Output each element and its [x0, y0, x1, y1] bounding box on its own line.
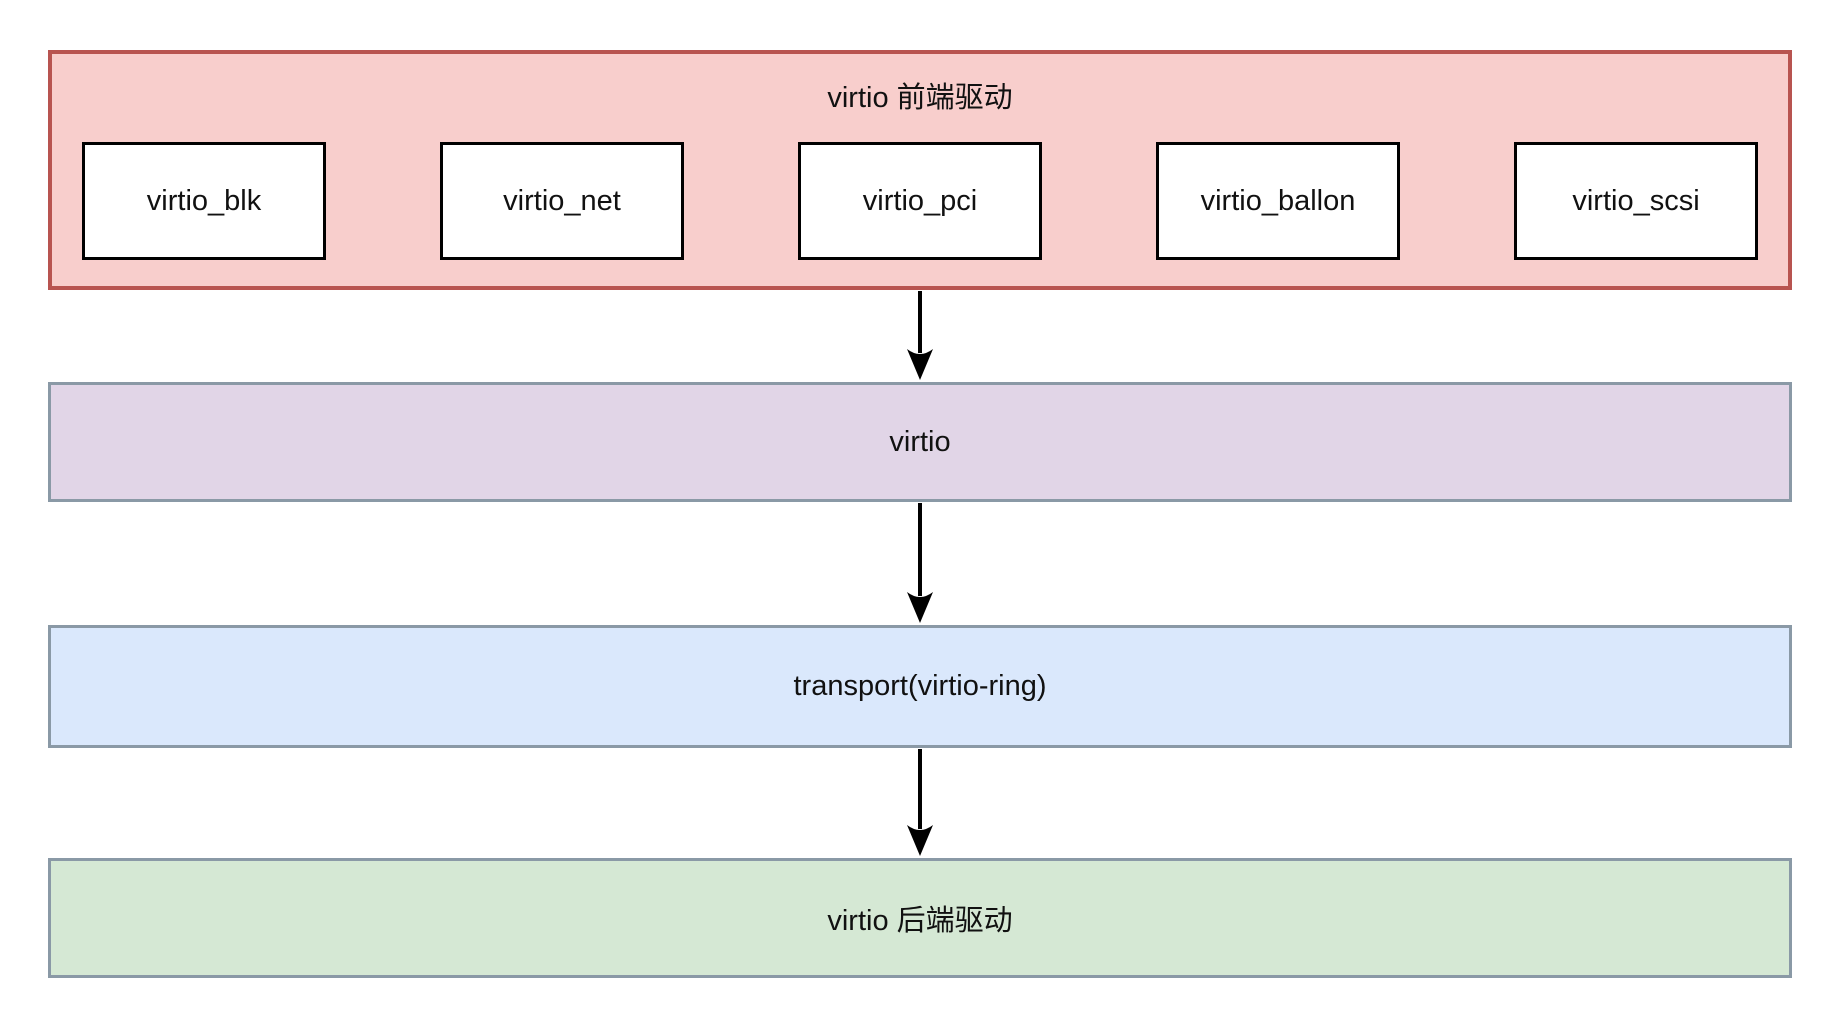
connector-frontend-to-virtio — [904, 291, 936, 380]
module-box-virtio-blk: virtio_blk — [82, 142, 326, 260]
connector-virtio-to-transport — [904, 503, 936, 623]
frontend-module-row: virtio_blk virtio_net virtio_pci virtio_… — [52, 142, 1788, 260]
module-box-virtio-pci: virtio_pci — [798, 142, 1042, 260]
down-arrow-icon — [907, 503, 933, 623]
connector-transport-to-backend — [904, 749, 936, 856]
module-box-virtio-net: virtio_net — [440, 142, 684, 260]
frontend-driver-group: virtio 前端驱动 virtio_blk virtio_net virtio… — [48, 50, 1792, 290]
module-box-virtio-scsi: virtio_scsi — [1514, 142, 1758, 260]
layer-transport-label: transport(virtio-ring) — [793, 670, 1047, 702]
down-arrow-icon — [907, 749, 933, 856]
layer-virtio-label: virtio — [889, 425, 951, 458]
module-box-virtio-ballon: virtio_ballon — [1156, 142, 1400, 260]
layer-transport: transport(virtio-ring) — [48, 625, 1792, 748]
layer-backend-label: virtio 后端驱动 — [827, 905, 1013, 937]
layer-virtio: virtio — [48, 382, 1792, 502]
layer-backend: virtio 后端驱动 — [48, 858, 1792, 978]
frontend-group-title: virtio 前端驱动 — [827, 82, 1013, 114]
down-arrow-icon — [907, 291, 933, 380]
